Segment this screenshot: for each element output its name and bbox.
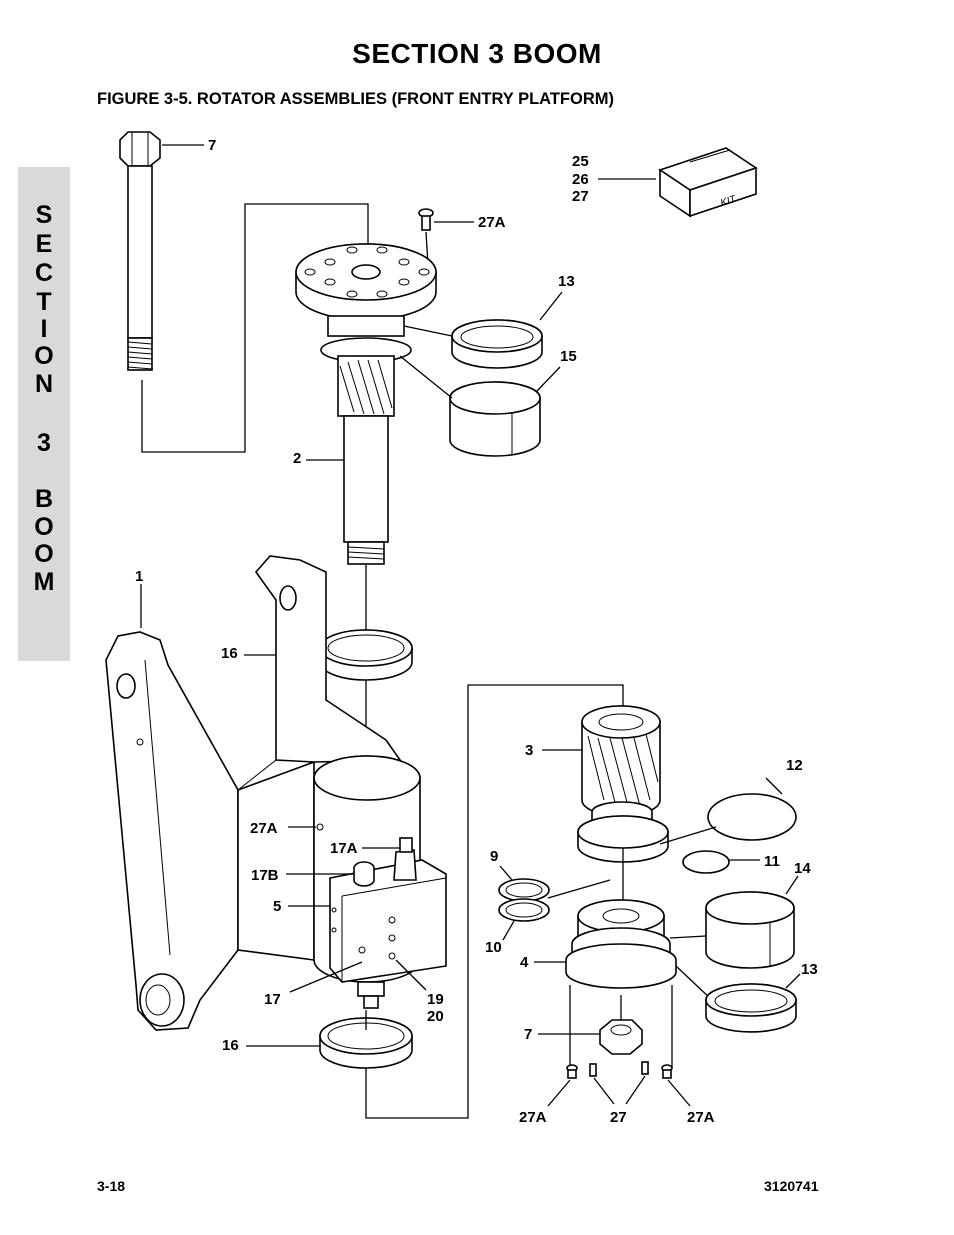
callout-20: 20 — [427, 1008, 444, 1025]
callout-13: 13 — [558, 273, 575, 290]
side-tab-letter: E — [35, 230, 53, 258]
rotator-arm-part — [105, 555, 402, 1031]
spline-gear-part — [577, 705, 669, 863]
callout-10: 10 — [485, 939, 502, 956]
side-tab-letter: C — [34, 259, 54, 287]
callout-7: 7 — [208, 137, 216, 154]
callout-14: 14 — [794, 860, 811, 877]
bearing-sleeve-part — [449, 381, 541, 457]
page-number: 3-18 — [97, 1178, 126, 1194]
screw-part — [418, 208, 434, 231]
backup-ring-part — [498, 898, 550, 922]
side-tab-letter: 3 — [37, 429, 51, 457]
wiper-seal-part — [498, 878, 550, 902]
callout-15: 15 — [560, 348, 577, 365]
side-tab-letter: O — [34, 342, 54, 370]
piston-part — [565, 899, 677, 989]
callout-3: 3 — [525, 742, 533, 759]
side-tab-letter: O — [34, 513, 54, 541]
bolt-part — [119, 131, 161, 371]
callout-17b: 17B — [251, 867, 279, 884]
seal-ring-part — [319, 1017, 413, 1069]
figure-title: FIGURE 3-5. ROTATOR ASSEMBLIES (FRONT EN… — [97, 90, 615, 108]
screw-part — [566, 1061, 673, 1079]
callout-4: 4 — [520, 954, 529, 971]
nut-part — [599, 1019, 643, 1055]
document-number: 3120741 — [764, 1178, 819, 1194]
callout-16: 16 — [221, 645, 238, 662]
section-title: SECTION 3 BOOM — [352, 38, 602, 69]
bearing-sleeve-part — [705, 891, 795, 969]
callout-12: 12 — [786, 757, 803, 774]
callout-1: 1 — [135, 568, 143, 585]
callout-27a: 27A — [519, 1109, 547, 1126]
side-tab-letter: O — [34, 540, 54, 568]
o-ring-part — [682, 850, 730, 874]
callout-25: 25 — [572, 153, 589, 170]
callout-27a: 27A — [687, 1109, 715, 1126]
rotator-housing-part — [313, 755, 447, 1009]
callout-9: 9 — [490, 848, 498, 865]
callout-17a: 17A — [330, 840, 358, 857]
bushing-part — [705, 983, 797, 1033]
callout-7: 7 — [524, 1026, 532, 1043]
section-side-tab: S E C T I O N 3 B O O M — [18, 167, 70, 661]
callout-19: 19 — [427, 991, 444, 1008]
kit-label: KIT — [719, 194, 738, 210]
side-tab-letter: S — [35, 201, 53, 229]
callout-11: 11 — [764, 853, 780, 870]
callout-27a: 27A — [250, 820, 278, 837]
callout-17: 17 — [264, 991, 281, 1008]
callout-27: 27 — [610, 1109, 627, 1126]
side-tab-letter: B — [34, 485, 54, 513]
callout-27: 27 — [572, 188, 589, 205]
callout-27a: 27A — [478, 214, 506, 231]
side-tab-letter: I — [40, 315, 48, 343]
callout-13: 13 — [801, 961, 818, 978]
bushing-part — [451, 319, 543, 369]
seal-ring-part — [319, 629, 413, 681]
o-ring-part — [707, 793, 797, 841]
callout-2: 2 — [293, 450, 301, 467]
callout-5: 5 — [273, 898, 281, 915]
side-tab-letter: N — [34, 370, 54, 398]
side-tab-letter: T — [36, 288, 52, 316]
side-tab-letter: M — [33, 568, 55, 596]
callout-16: 16 — [222, 1037, 239, 1054]
kit-box: KIT — [658, 147, 758, 218]
callout-26: 26 — [572, 171, 589, 188]
flange-shaft-part — [295, 243, 437, 565]
